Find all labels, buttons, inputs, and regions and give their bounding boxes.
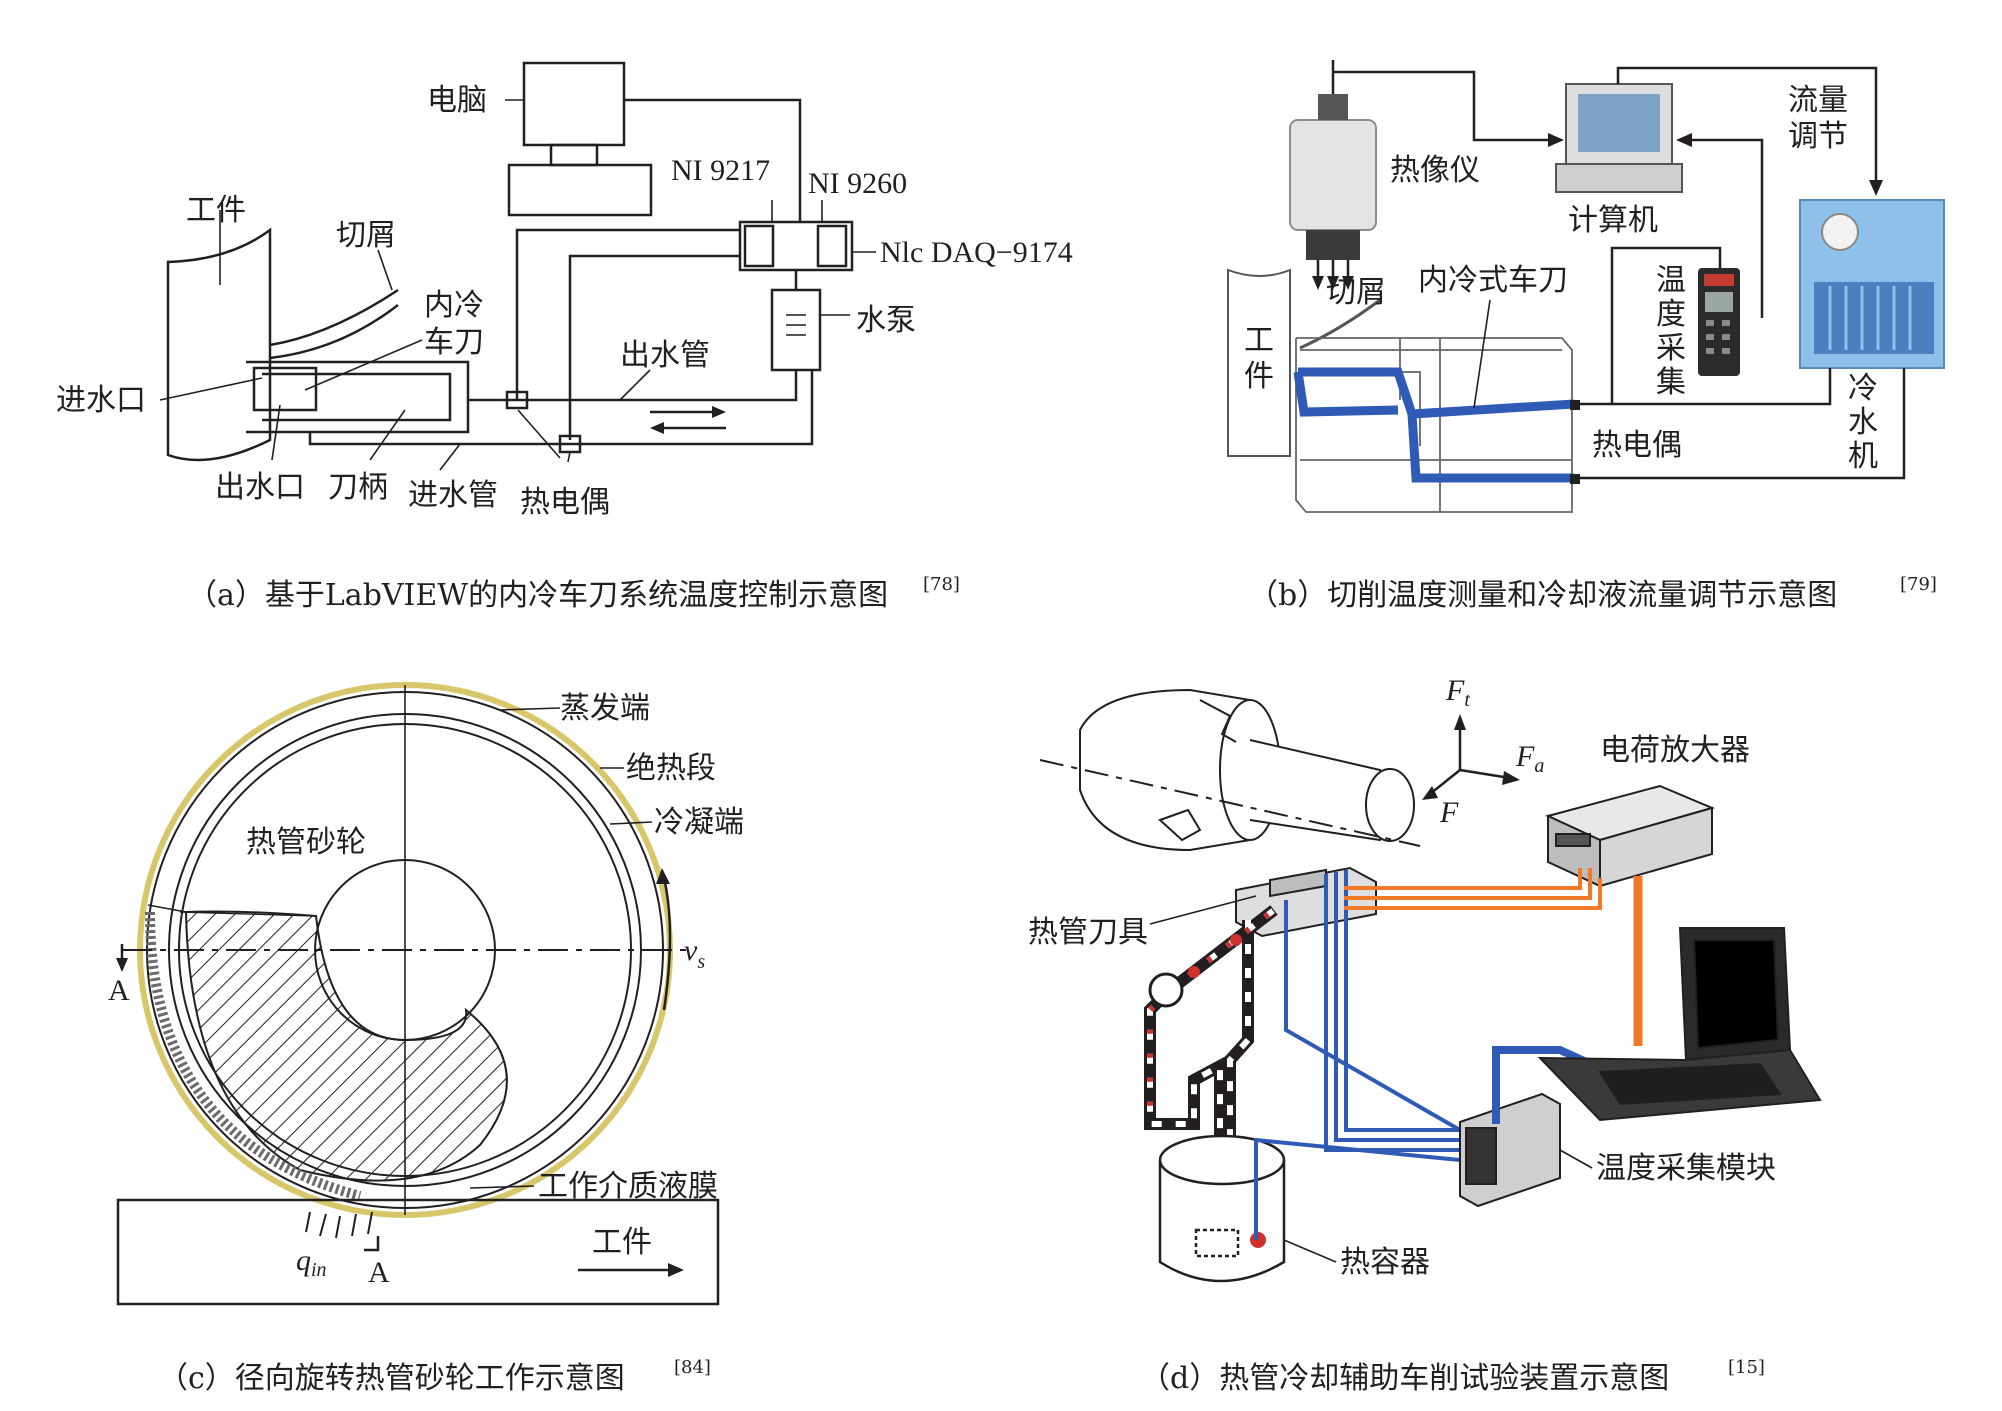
a-holder-label: 刀柄	[328, 470, 388, 505]
d-amplifier-cables	[1344, 868, 1602, 910]
a-ni9260-label: NI 9260	[808, 167, 907, 200]
a-computer-label: 电脑	[427, 83, 487, 118]
b-workpiece	[1227, 268, 1291, 457]
b-caption: （b）切削温度测量和冷却液流量调节示意图	[1248, 578, 1837, 613]
c-liquid-region	[184, 910, 508, 1182]
c-workpiece	[116, 1198, 720, 1306]
a-tool-tip	[252, 366, 318, 412]
a-thermocouple-1	[505, 390, 529, 410]
a-outlet-pipe	[468, 370, 798, 402]
d-f-label: F	[1439, 796, 1459, 829]
d-chuck	[1079, 688, 1415, 852]
a-ni9217-label: NI 9217	[671, 154, 770, 187]
c-film-label: 工作介质液膜	[538, 1169, 718, 1204]
a-chips	[269, 288, 399, 347]
panel-d: Ft Fa F 热管刀具 热容器	[1028, 674, 1822, 1396]
b-chiller-label-2: 水	[1848, 405, 1878, 440]
b-chiller-label-3: 机	[1848, 439, 1878, 474]
a-ni9217-module	[743, 224, 775, 268]
b-temp-acq-label-3: 采	[1656, 331, 1686, 366]
b-computer-base	[1555, 163, 1683, 193]
b-temp-acq-label-4: 集	[1656, 365, 1686, 400]
a-pump-label: 水泵	[856, 303, 916, 338]
panel-b: 热像仪 计算机 流量 调节 冷 水 机 温 度 采 集	[1227, 60, 1945, 613]
a-computer-base	[507, 163, 653, 217]
b-temp-acq-label-2: 度	[1656, 297, 1686, 332]
d-heat-container	[1158, 1134, 1286, 1283]
c-wheel-label: 热管砂轮	[246, 825, 366, 860]
b-thermal-camera	[1289, 119, 1377, 231]
c-heat-flux-arrows	[305, 1211, 373, 1239]
a-outlet-label: 出水口	[215, 470, 305, 505]
d-amplifier-label: 电荷放大器	[1600, 733, 1750, 768]
b-chips-label: 切屑	[1326, 275, 1386, 310]
a-inlet-label: 进水口	[56, 383, 146, 418]
c-caption-ref: [84]	[674, 1357, 711, 1378]
d-heat-pipe	[1144, 905, 1278, 1172]
b-tool-wireframe	[1295, 337, 1573, 513]
c-caption: （c）径向旋转热管砂轮工作示意图	[158, 1361, 625, 1396]
d-module-label: 温度采集模块	[1596, 1151, 1776, 1186]
c-section-a-bottom: A	[368, 1256, 390, 1289]
c-evaporator-label: 蒸发端	[560, 691, 650, 726]
a-thermocouple-label: 热电偶	[520, 485, 610, 520]
c-qin-label: qin	[296, 1244, 327, 1281]
d-laptop	[1537, 927, 1822, 1122]
b-chips	[1299, 298, 1381, 350]
a-pump	[770, 288, 822, 372]
d-charge-amplifier	[1545, 784, 1715, 888]
a-chips-label: 切屑	[336, 218, 396, 253]
b-cooling-channel	[1293, 367, 1575, 483]
b-camera-label: 热像仪	[1390, 153, 1480, 188]
b-workpiece-label-2: 件	[1244, 359, 1274, 394]
a-daq-label: Nlc DAQ−9174	[880, 236, 1073, 269]
b-workpiece-label-1: 工	[1244, 323, 1274, 358]
a-daq	[738, 220, 854, 272]
d-container-label: 热容器	[1340, 1245, 1430, 1280]
a-workpiece	[166, 227, 272, 462]
d-tool-label: 热管刀具	[1028, 915, 1148, 950]
b-thermocouple-label: 热电偶	[1592, 428, 1682, 463]
b-caption-ref: [79]	[1900, 574, 1937, 595]
a-outlet-pipe-label: 出水管	[620, 338, 710, 373]
d-fa-label: Fa	[1515, 740, 1544, 777]
b-chiller-label-1: 冷	[1848, 371, 1878, 406]
b-computer-label: 计算机	[1568, 203, 1658, 238]
a-ni9260-module	[816, 224, 848, 268]
b-temp-acq-label-1: 温	[1656, 263, 1686, 298]
a-caption: （a）基于LabVIEW的内冷车刀系统温度控制示意图	[187, 578, 888, 613]
a-inlet-pipe-label: 进水管	[408, 478, 498, 513]
c-workpiece-label: 工件	[592, 1225, 652, 1260]
c-rotation-arrow	[662, 877, 672, 1011]
b-flow-label-2: 调节	[1788, 119, 1848, 154]
panel-c: A A 蒸发端 绝热段 冷凝端 热管砂轮 vs 工件 工作介质液膜 qin （c…	[108, 682, 744, 1396]
b-tool-label: 内冷式车刀	[1418, 263, 1568, 298]
a-workpiece-label: 工件	[186, 193, 246, 228]
a-computer-monitor	[522, 61, 626, 147]
d-caption: （d）热管冷却辅助车削试验装置示意图	[1140, 1361, 1669, 1396]
a-tool-label-2: 车刀	[424, 325, 484, 360]
panel-a: 电脑 NI 9217 NI 9260 Nlc DAQ−9174 水泵 工件 切屑	[56, 61, 1073, 613]
d-temp-module	[1459, 1092, 1561, 1208]
d-caption-ref: [15]	[1728, 1357, 1765, 1378]
d-ft-label: Ft	[1445, 674, 1470, 711]
c-adiabatic-label: 绝热段	[626, 751, 716, 786]
a-caption-ref: [78]	[923, 574, 960, 595]
b-flow-label-1: 流量	[1788, 83, 1848, 118]
a-computer-neck	[549, 143, 599, 167]
a-tool-holder	[246, 360, 470, 434]
a-tool-label-1: 内冷	[424, 288, 484, 323]
c-condenser-label: 冷凝端	[654, 805, 744, 840]
d-thermocouple-wires	[1254, 870, 1461, 1240]
c-section-a-top: A	[108, 974, 130, 1007]
c-vs-label: vs	[684, 934, 705, 973]
